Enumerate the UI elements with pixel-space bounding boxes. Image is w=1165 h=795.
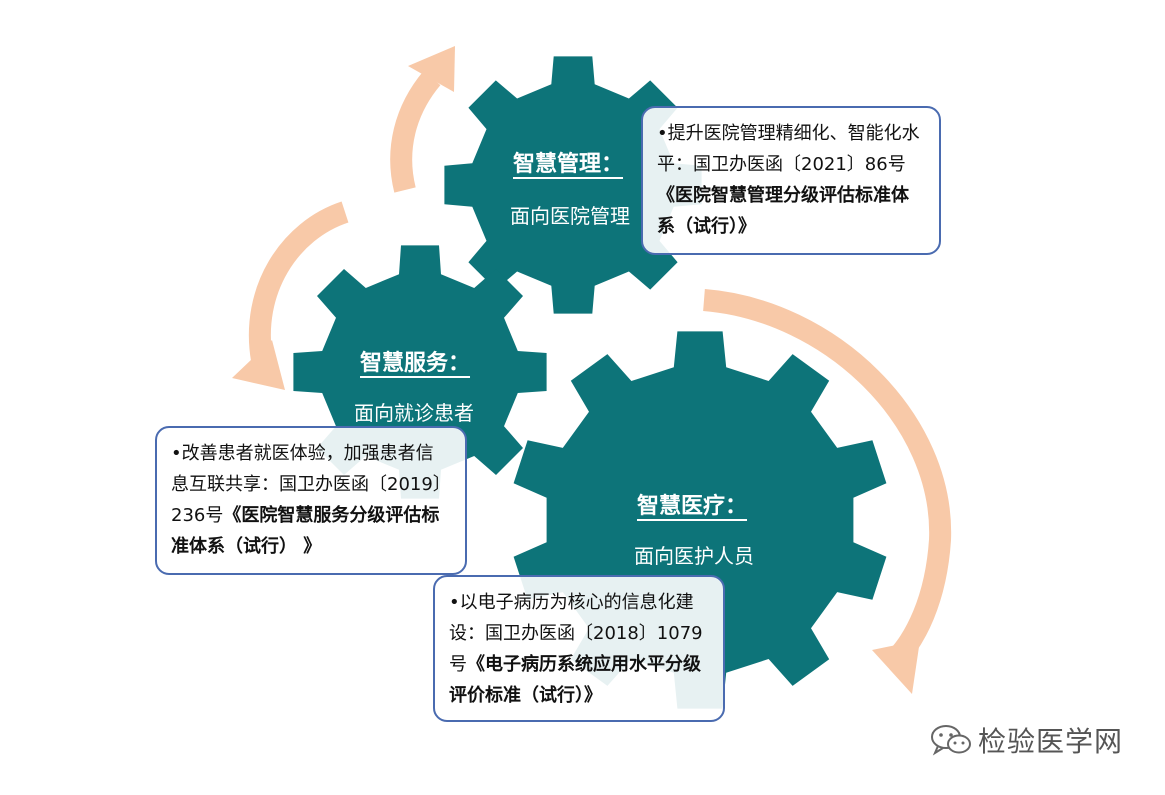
watermark-text: 检验医学网: [978, 725, 1124, 758]
arrow-to-medical: [703, 289, 952, 694]
callout-management-bullet: •: [657, 123, 668, 144]
gear-management-title: 智慧管理：: [513, 152, 624, 177]
callout-medical-text: 以电子病历为核心的信息化建设：国卫办医函〔2018〕1079号: [449, 592, 703, 675]
callout-management-bold: 《医院智慧管理分级评估标准体系（试行）》: [657, 185, 909, 237]
callout-service-bullet: •: [171, 443, 182, 464]
wechat-icon: [931, 725, 971, 756]
gear-medical-title: 智慧医疗：: [637, 494, 748, 519]
callout-service-text: 改善患者就医体验，加强患者信息互联共享：国卫办医函〔2019〕236号: [171, 443, 451, 526]
gear-service-subtitle: 面向就诊患者: [354, 401, 474, 425]
callout-management-text: 提升医院管理精细化、智能化水平：国卫办医函〔2021〕86号: [657, 123, 920, 175]
gear-medical-subtitle: 面向医护人员: [634, 544, 754, 568]
gear-management-subtitle: 面向医院管理: [510, 204, 630, 228]
watermark: 检验医学网: [930, 720, 1123, 760]
callout-service-bold: 《医院智慧服务分级评估标准体系（试行） 》: [171, 505, 440, 557]
gear-service-title: 智慧服务：: [360, 351, 471, 376]
arrow-to-service: [232, 201, 349, 390]
callout-service: •改善患者就医体验，加强患者信息互联共享：国卫办医函〔2019〕236号《医院智…: [155, 426, 467, 575]
callout-management: •提升医院管理精细化、智能化水平：国卫办医函〔2021〕86号《医院智慧管理分级…: [641, 106, 941, 255]
callout-medical-bullet: •: [449, 592, 460, 613]
callout-medical-bold: 《电子病历系统应用水平分级评价标准（试行）》: [449, 654, 701, 706]
cycle-arrows: [232, 46, 952, 694]
arrow-to-management: [390, 46, 455, 193]
gear-management: [444, 56, 702, 314]
callout-medical: •以电子病历为核心的信息化建设：国卫办医函〔2018〕1079号《电子病历系统应…: [433, 575, 725, 722]
